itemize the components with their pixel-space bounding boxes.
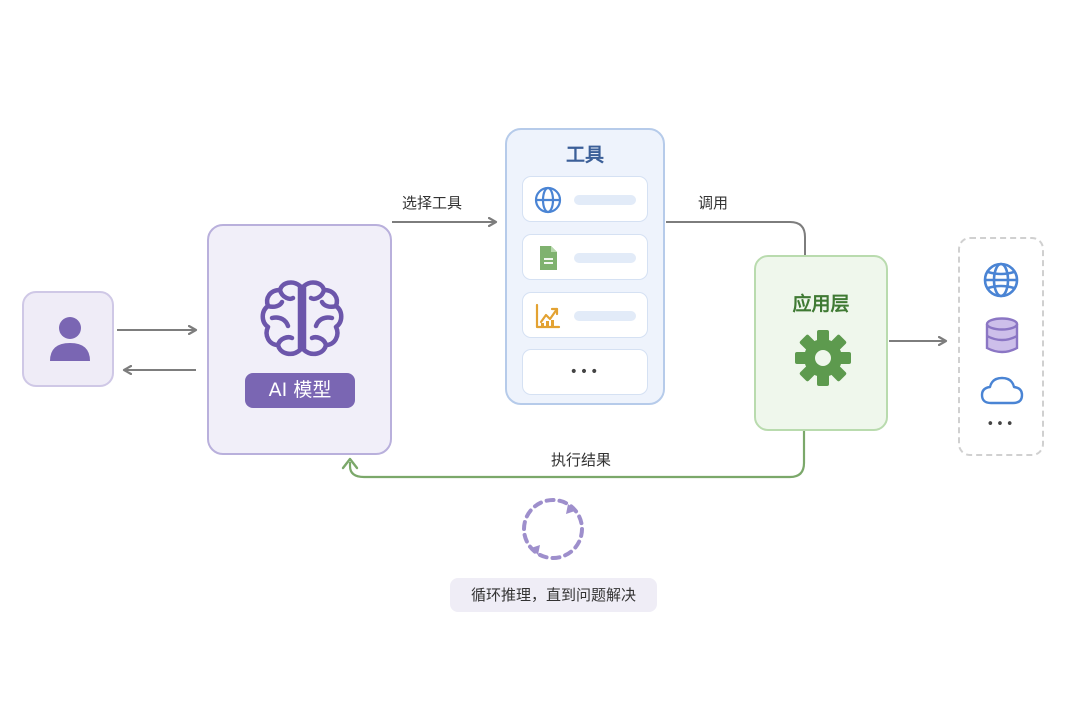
- database-icon: [985, 317, 1019, 354]
- globe-icon: [983, 262, 1019, 298]
- resources-more-ellipsis: •••: [986, 417, 1016, 432]
- tool-placeholder-bar: [574, 311, 636, 321]
- document-icon: [540, 246, 557, 270]
- resources-group: •••: [958, 237, 1044, 456]
- chart-icon: [535, 303, 561, 329]
- cloud-icon: [980, 376, 1024, 405]
- exec-result-label: 执行结果: [551, 451, 612, 469]
- tool-item-more: •••: [522, 349, 648, 395]
- app-layer-title: 应用层: [792, 293, 850, 315]
- globe-icon: [534, 186, 562, 214]
- invoke-connector: [666, 221, 806, 255]
- invoke-label: 调用: [698, 194, 729, 212]
- tool-item-chart: [522, 292, 648, 338]
- user-icon: [50, 317, 90, 361]
- app-layer-node: [754, 255, 888, 431]
- tool-item-web: [522, 176, 648, 222]
- loop-icon: [522, 498, 584, 560]
- exec-result-arrowhead: [341, 457, 359, 470]
- ai-model-node: [207, 224, 392, 455]
- select-tool-label: 选择工具: [402, 194, 463, 212]
- tools-more-ellipsis: •••: [569, 364, 601, 380]
- loop-label: 循环推理，直到问题解决: [450, 578, 657, 612]
- tool-placeholder-bar: [574, 253, 636, 263]
- gear-icon: [795, 330, 851, 386]
- exec-result-connector: [348, 431, 806, 479]
- brain-icon: [260, 280, 344, 357]
- tool-placeholder-bar: [574, 195, 636, 205]
- tool-item-document: [522, 234, 648, 280]
- ai-model-label: AI 模型: [245, 373, 355, 408]
- user-node: [22, 291, 114, 387]
- tools-title: 工具: [565, 144, 604, 166]
